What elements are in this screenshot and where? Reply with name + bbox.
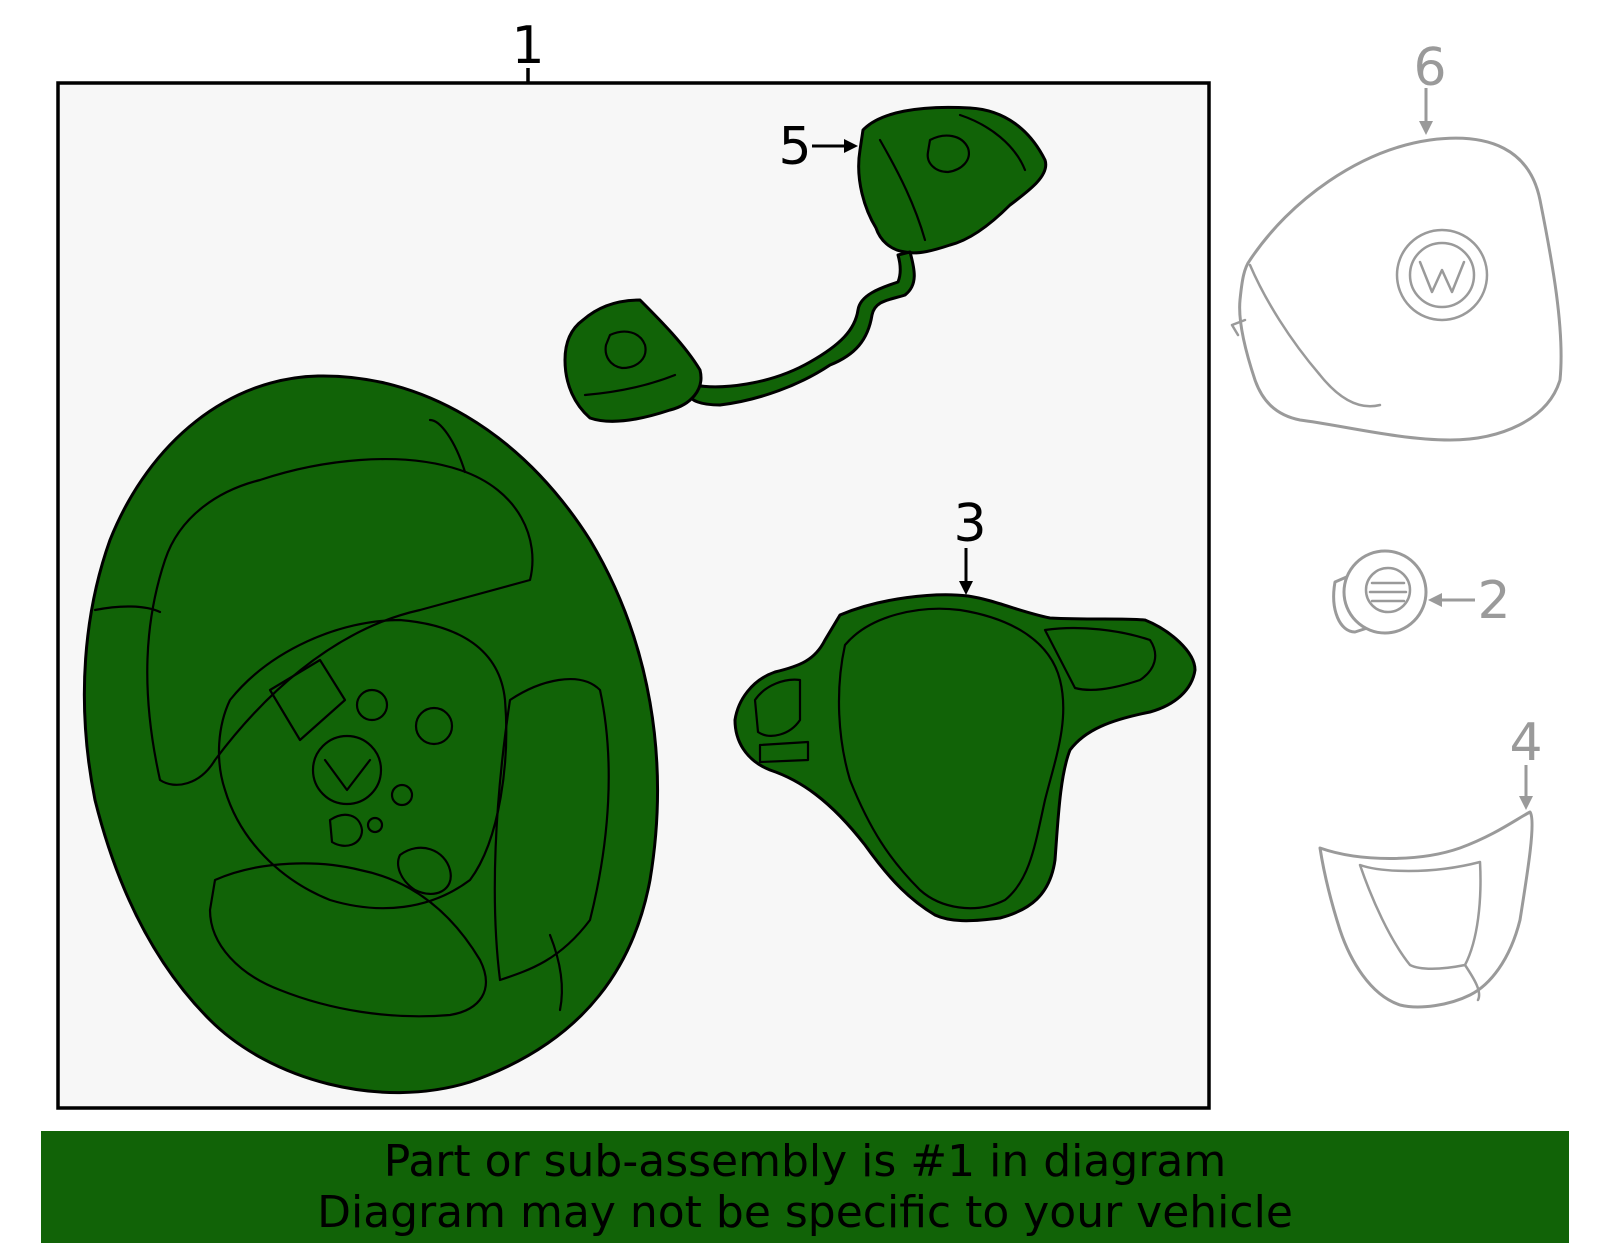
callout-2-label[interactable]: 2 [1477,571,1510,631]
callout-3-label[interactable]: 3 [953,494,986,554]
bolt-part[interactable] [1332,549,1428,635]
info-banner: Part or sub-assembly is #1 in diagram Di… [41,1131,1569,1243]
callout-3-arrowhead [959,581,973,595]
callout-4-label[interactable]: 4 [1509,713,1542,773]
banner-line-disclaimer: Diagram may not be specific to your vehi… [317,1187,1293,1238]
banner-line-part-note: Part or sub-assembly is #1 in diagram [383,1136,1227,1187]
callout-6-label[interactable]: 6 [1413,38,1446,98]
callout-4-arrowhead [1519,796,1533,810]
callout-5-label[interactable]: 5 [778,117,811,177]
steering-wheel-part[interactable] [82,374,659,1095]
callout-5-arrowhead [844,139,858,153]
callout-2-arrowhead [1428,593,1442,607]
control-switch-part[interactable] [563,105,1048,423]
airbag-module-part[interactable] [1230,136,1563,442]
callout-6-arrowhead [1419,121,1433,135]
callout-1-label[interactable]: 1 [511,16,544,76]
trim-cover-part[interactable] [1318,810,1534,1009]
lower-cover-part[interactable] [733,593,1197,923]
